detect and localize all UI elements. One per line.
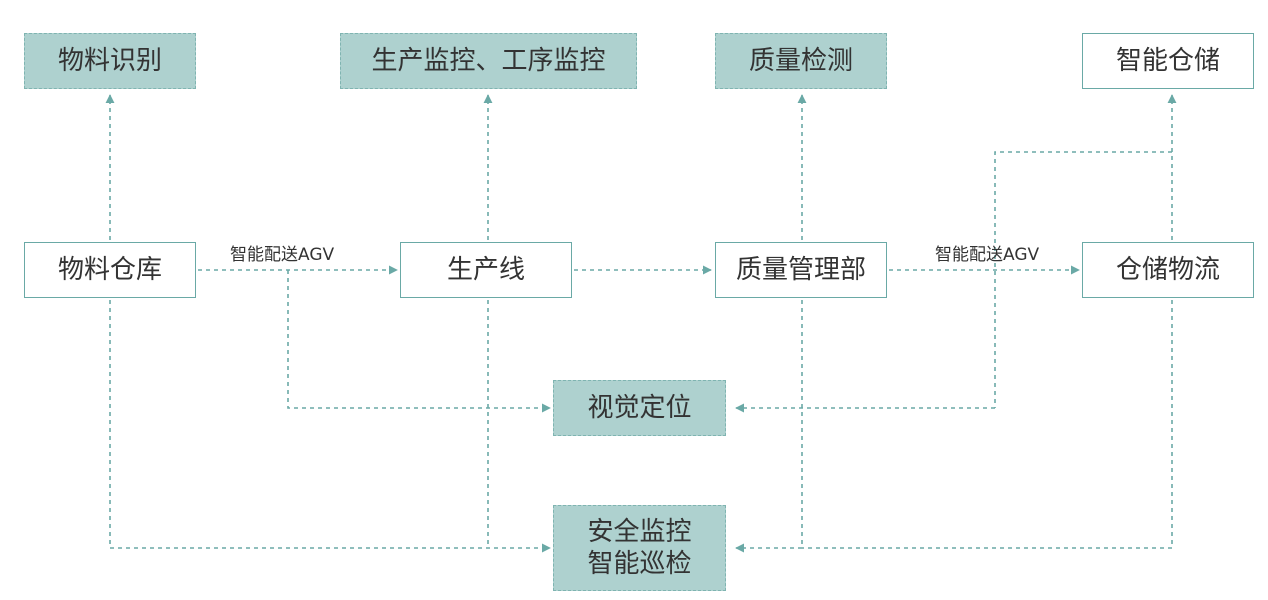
edge-label-agv-quality-logistics: 智能配送AGV [935, 245, 1040, 265]
node-material-warehouse: 物料仓库 [24, 242, 196, 298]
node-material-identification: 物料识别 [24, 33, 196, 89]
node-label: 视觉定位 [587, 392, 692, 423]
node-production-monitoring: 生产监控、工序监控 [340, 33, 637, 89]
node-label-smart-patrol: 智能巡检 [587, 549, 692, 579]
node-label-safety-monitor: 安全监控 [587, 516, 692, 547]
node-visual-positioning: 视觉定位 [553, 380, 726, 436]
node-label: 质量管理部 [735, 254, 866, 285]
node-label: 仓储物流 [1115, 254, 1220, 285]
node-smart-storage: 智能仓储 [1082, 33, 1254, 89]
node-label: 质量检测 [748, 45, 853, 76]
node-quality-department: 质量管理部 [715, 242, 887, 298]
node-production-line: 生产线 [400, 242, 572, 298]
arrow-to-visual-left [287, 270, 551, 413]
line-logistics-down [802, 300, 1173, 549]
node-label: 物料仓库 [57, 254, 162, 285]
line-storage-branch [994, 151, 1172, 408]
node-label: 生产监控、工序监控 [371, 45, 606, 76]
node-label: 智能仓储 [1115, 45, 1220, 76]
node-label: 物料识别 [57, 45, 162, 76]
node-safety-patrol: 安全监控 智能巡检 [553, 505, 726, 591]
node-storage-logistics: 仓储物流 [1082, 242, 1254, 298]
node-quality-inspection: 质量检测 [715, 33, 887, 89]
node-label: 生产线 [446, 254, 525, 285]
edge-label-agv-warehouse-line: 智能配送AGV [230, 245, 335, 265]
